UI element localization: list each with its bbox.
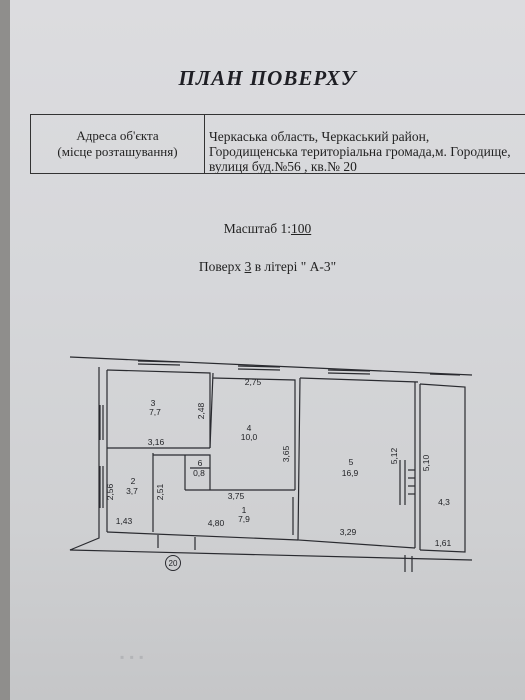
dimension-label: 4,80 — [208, 518, 225, 528]
building-number: 20 — [169, 559, 178, 568]
room-number: 4 — [247, 423, 252, 433]
scale-prefix: Масштаб 1: — [223, 221, 291, 236]
dimension-label: 1,61 — [435, 538, 452, 548]
floor-prefix: Поверх — [198, 259, 245, 274]
address-value-cell: Черкаська область, Черкаський район, Гор… — [205, 115, 525, 173]
room-area: 7,7 — [149, 407, 161, 417]
room-area: 16,9 — [342, 468, 359, 478]
dimension-label: 3,29 — [340, 527, 357, 537]
scale-line: Масштаб 1:100 — [10, 221, 525, 237]
dimension-label: 2,51 — [155, 483, 165, 500]
address-label-line1: Адреса об'єкта — [76, 128, 159, 143]
dimension-label: 5,12 — [389, 447, 399, 464]
dimension-label: 3,65 — [281, 445, 291, 462]
dimension-label: 5,10 — [421, 454, 431, 471]
room-number: 1 — [242, 505, 247, 515]
dimension-labels: 2,75 2,48 3,16 3,65 5,12 5,10 2,56 2,51 … — [105, 377, 452, 548]
document-sheet: ПЛАН ПОВЕРХУ Адреса об'єкта (місце розта… — [10, 0, 525, 700]
building-number-circle — [165, 555, 181, 571]
room-number: 3 — [151, 398, 156, 408]
faded-back-print: ▪ ▪ ▪ — [120, 650, 145, 664]
dimension-label: 2,48 — [196, 402, 206, 419]
scale-value: 100 — [290, 221, 312, 236]
address-line1: Черкаська область, Черкаський район, — [209, 129, 430, 144]
room-area: 3,7 — [126, 486, 138, 496]
address-line3: вулиця буд.№56 , кв.№ 20 — [209, 159, 357, 173]
floor-suffix: в літері " А-3" — [251, 259, 337, 274]
plan-walls — [69, 356, 473, 572]
address-label-cell: Адреса об'єкта (місце розташування) — [31, 115, 205, 173]
room-area: 7,9 — [238, 514, 250, 524]
room-area: 10,0 — [241, 432, 258, 442]
document-title: ПЛАН ПОВЕРХУ — [178, 66, 357, 90]
floor-line: Поверх 3 в літері " А-3" — [10, 259, 525, 275]
dimension-label: 2,75 — [245, 377, 262, 387]
room-area: 0,8 — [193, 468, 205, 478]
address-table: Адреса об'єкта (місце розташування) Черк… — [30, 114, 525, 174]
address-label-line2: (місце розташування) — [57, 144, 178, 159]
dimension-label: 2,56 — [105, 483, 115, 500]
room-area: 4,3 — [438, 497, 450, 507]
room-labels: 3 7,7 4 10,0 5 16,9 2 3,7 6 0,8 1 7,9 4,… — [126, 398, 450, 524]
address-line2: Городищенська територіальна громада,м. Г… — [209, 144, 511, 159]
room-number: 5 — [349, 457, 354, 467]
room-number: 6 — [198, 458, 203, 468]
dimension-label: 3,16 — [148, 437, 165, 447]
floor-number: 3 — [244, 259, 252, 274]
dimension-label: 3,75 — [228, 491, 245, 501]
dimension-label: 1,43 — [116, 516, 133, 526]
room-number: 2 — [131, 476, 136, 486]
building-number-marker: 20 — [165, 555, 181, 571]
